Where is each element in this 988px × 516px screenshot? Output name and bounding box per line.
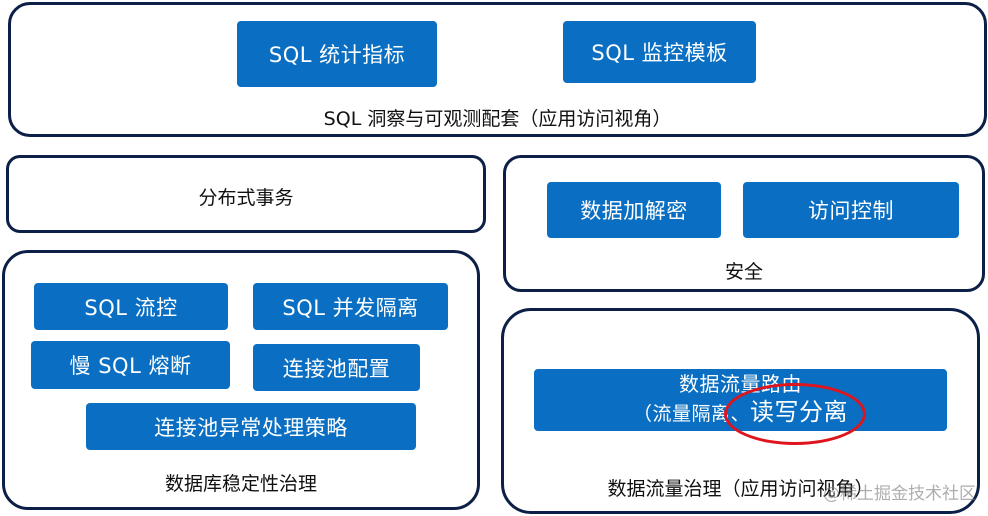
highlight-circle — [724, 383, 866, 445]
traffic-governance-caption: 数据流量治理（应用访问视角） — [607, 478, 874, 500]
connection-pool-config-button[interactable]: 连接池配置 — [253, 344, 420, 391]
db-stability-caption: 数据库稳定性治理 — [164, 473, 317, 495]
security-panel: 数据加解密 访问控制 安全 — [503, 155, 985, 292]
sql-monitor-template-button[interactable]: SQL 监控模板 — [563, 21, 756, 83]
slow-sql-circuit-breaker-button[interactable]: 慢 SQL 熔断 — [31, 341, 230, 389]
traffic-routing-subtitle-prefix: （流量隔离、 — [632, 403, 750, 426]
sql-stats-metrics-button[interactable]: SQL 统计指标 — [237, 21, 437, 87]
watermark: @稀土掘金技术社区 — [823, 484, 976, 504]
sql-insight-caption: SQL 洞察与可观测配套（应用访问视角） — [323, 108, 672, 130]
distributed-transaction-label: 分布式事务 — [198, 187, 294, 209]
sql-insight-panel: SQL 统计指标 SQL 监控模板 SQL 洞察与可观测配套（应用访问视角） — [8, 2, 987, 137]
distributed-transaction-panel: 分布式事务 — [6, 155, 486, 233]
sql-flow-control-button[interactable]: SQL 流控 — [34, 283, 228, 330]
access-control-button[interactable]: 访问控制 — [743, 182, 959, 238]
connection-pool-exception-strategy-button[interactable]: 连接池异常处理策略 — [86, 403, 416, 450]
security-caption: 安全 — [724, 261, 763, 283]
sql-concurrency-isolation-button[interactable]: SQL 并发隔离 — [253, 283, 448, 330]
data-encrypt-decrypt-button[interactable]: 数据加解密 — [547, 182, 721, 238]
db-stability-panel: SQL 流控 SQL 并发隔离 慢 SQL 熔断 连接池配置 连接池异常处理策略… — [2, 250, 480, 510]
